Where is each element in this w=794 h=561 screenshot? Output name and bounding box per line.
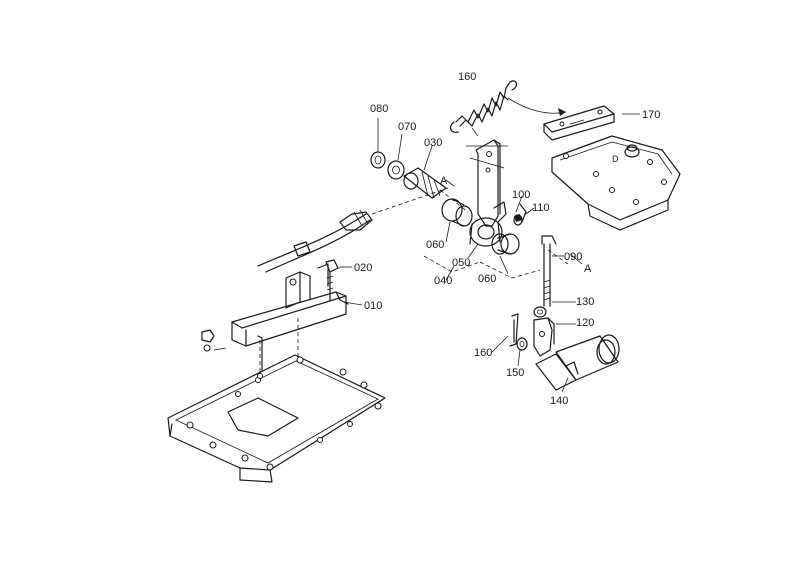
callout-040: 040 xyxy=(434,275,452,287)
plate-mark-d: D xyxy=(612,154,619,164)
callout-090: 090 xyxy=(564,251,582,263)
callout-130: 130 xyxy=(576,296,594,308)
cotter-pin-160 xyxy=(509,313,519,347)
callout-160-lower: 160 xyxy=(474,347,492,359)
callout-170: 170 xyxy=(642,109,660,121)
callout-080: 080 xyxy=(370,103,388,115)
bolt-020 xyxy=(325,259,339,301)
upper-plate-170 xyxy=(543,105,681,231)
bottom-cover-plate xyxy=(167,354,386,483)
callout-070: 070 xyxy=(398,121,416,133)
control-cable xyxy=(257,187,449,273)
lever-arm-050 xyxy=(466,139,508,247)
leader-lines xyxy=(338,113,640,393)
pedal-shaft-140 xyxy=(535,334,620,391)
bushing-060-left xyxy=(441,198,473,227)
callout-100: 100 xyxy=(512,189,530,201)
callout-050: 050 xyxy=(452,257,470,269)
shaft-030 xyxy=(403,167,469,213)
washer-150 xyxy=(516,337,528,351)
curved-arrow xyxy=(507,97,567,116)
pin-100 xyxy=(513,214,523,226)
view-reference-a-lower: A xyxy=(584,263,592,275)
callout-010: 010 xyxy=(364,300,382,312)
bushing-060-right xyxy=(491,233,520,255)
callout-160-upper: 160 xyxy=(458,71,476,83)
yoke-120 xyxy=(533,317,555,357)
nut-130 xyxy=(533,306,547,318)
callout-020: 020 xyxy=(354,262,372,274)
callout-030: 030 xyxy=(424,137,442,149)
callout-150: 150 xyxy=(506,367,524,379)
small-clip-left xyxy=(201,329,227,352)
callout-110: 110 xyxy=(532,202,550,214)
rod-090 xyxy=(541,235,569,307)
callout-120: 120 xyxy=(576,317,594,329)
view-reference-a-upper: A xyxy=(440,175,448,187)
callout-140: 140 xyxy=(550,395,568,407)
washer-080 xyxy=(370,151,386,169)
washer-070 xyxy=(387,160,405,180)
callout-060-right: 060 xyxy=(478,273,496,285)
reference-bracket-040 xyxy=(423,255,541,279)
callout-060-left: 060 xyxy=(426,239,444,251)
clip-110 xyxy=(519,203,527,223)
bracket-010 xyxy=(231,263,349,380)
spring-180 xyxy=(449,80,518,137)
